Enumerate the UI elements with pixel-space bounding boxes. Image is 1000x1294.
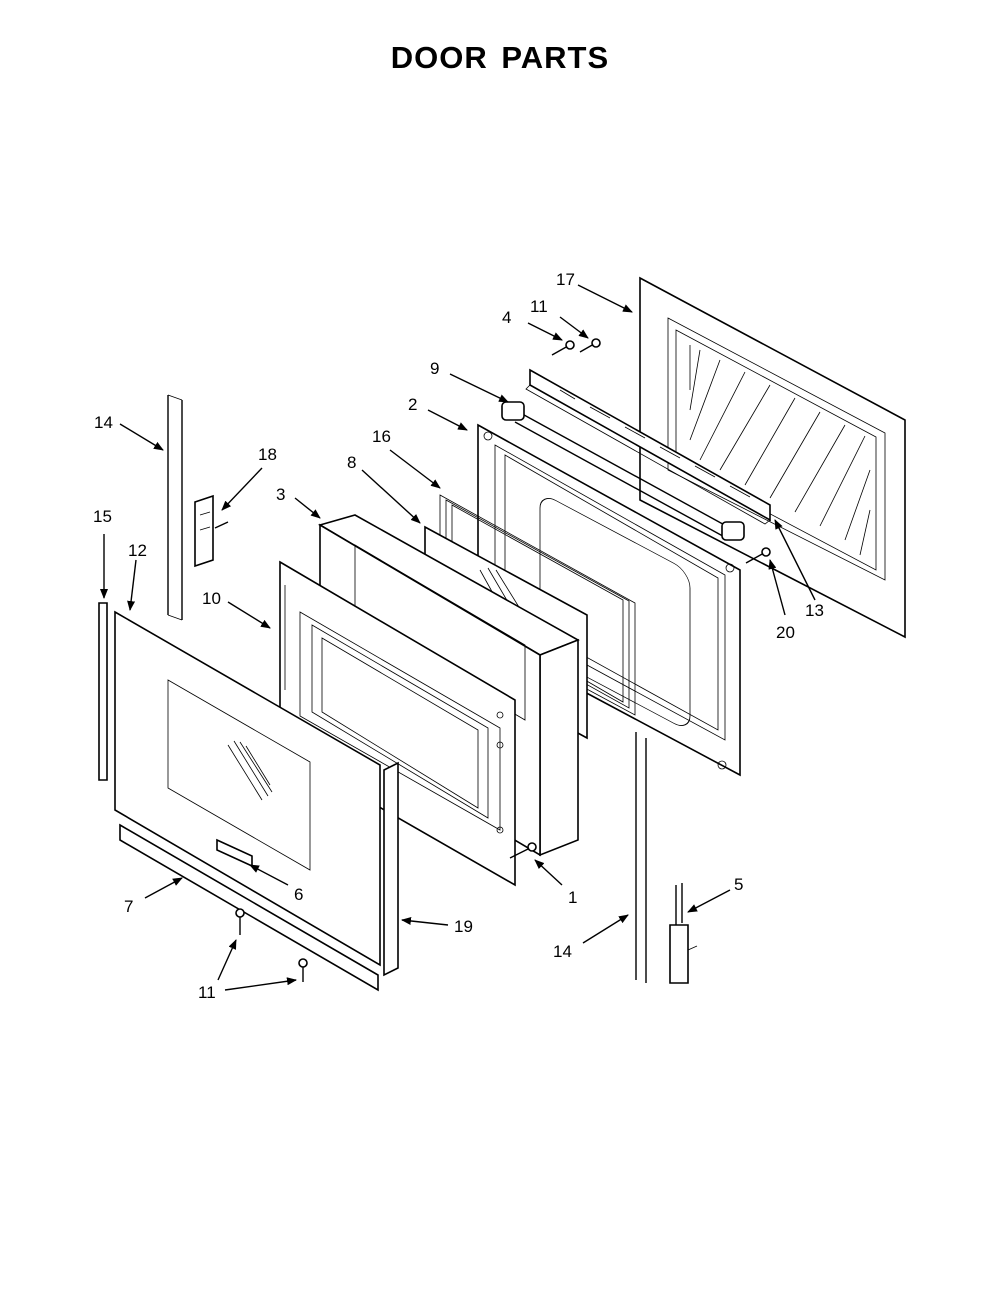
part-hinge-receiver — [194, 494, 229, 568]
callout-3: 3 — [276, 485, 285, 504]
callout-14-left: 14 — [94, 413, 113, 432]
callout-17: 17 — [556, 270, 575, 289]
part-hinge-channel-right — [635, 732, 647, 983]
callout-10: 10 — [202, 589, 221, 608]
callout-6: 6 — [294, 885, 303, 904]
callout-14-right: 14 — [553, 942, 572, 961]
part-screws-bottom — [235, 908, 308, 982]
part-screw-1 — [509, 842, 537, 859]
part-vent-trim-bar — [525, 368, 771, 525]
callout-2: 2 — [408, 395, 417, 414]
part-outer-door-panel — [114, 610, 381, 967]
part-hinge — [669, 883, 698, 984]
callout-18: 18 — [258, 445, 277, 464]
callout-labels: 17 4 11 9 2 16 8 3 14 18 15 12 10 13 20 … — [93, 270, 824, 1002]
callout-16: 16 — [372, 427, 391, 446]
callout-9: 9 — [430, 359, 439, 378]
callout-12: 12 — [128, 541, 147, 560]
callout-7: 7 — [124, 897, 133, 916]
callout-19: 19 — [454, 917, 473, 936]
part-side-trim-left — [98, 602, 108, 781]
part-hinge-channel-left — [167, 394, 183, 621]
part-screws-top — [551, 338, 601, 356]
diagram-title: DOOR PARTS — [390, 40, 610, 75]
callout-20: 20 — [776, 623, 795, 642]
callout-8: 8 — [347, 453, 356, 472]
part-screw-20 — [745, 547, 771, 564]
callout-11-bottom: 11 — [198, 983, 216, 1002]
part-middle-door-frame — [279, 560, 516, 887]
part-door-handle-rod — [501, 401, 745, 541]
callout-5: 5 — [734, 875, 743, 894]
part-inner-door-panel — [639, 276, 906, 639]
leader-lines — [100, 284, 816, 991]
callout-13: 13 — [805, 601, 824, 620]
callout-11-top: 11 — [530, 297, 548, 316]
callout-4: 4 — [502, 308, 511, 327]
callout-1: 1 — [568, 888, 577, 907]
part-side-trim-right — [383, 761, 399, 977]
part-bottom-trim — [119, 823, 379, 992]
callout-15: 15 — [93, 507, 112, 526]
